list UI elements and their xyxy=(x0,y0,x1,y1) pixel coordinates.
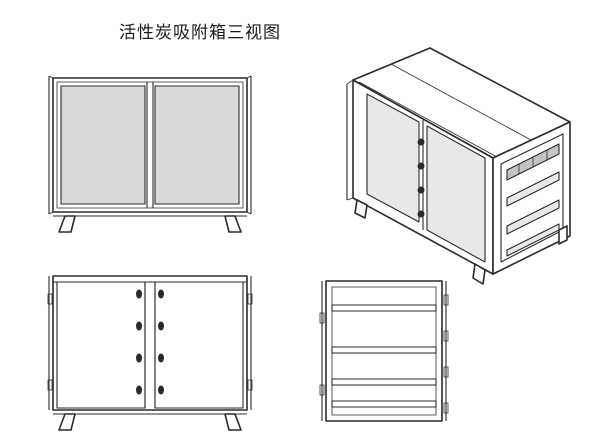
front-leg-right xyxy=(224,215,242,233)
isometric-view-drawing xyxy=(346,47,571,285)
back-outer-frame xyxy=(52,275,248,411)
back-leg-right xyxy=(224,413,242,431)
back-side-flange-left xyxy=(47,276,53,410)
front-outer-frame xyxy=(52,77,248,213)
front-side-flange-left xyxy=(48,75,54,215)
side-flange-right xyxy=(443,281,449,421)
side-shelf-4 xyxy=(331,400,437,408)
back-latches-right xyxy=(158,289,164,395)
front-right-panel xyxy=(154,85,240,205)
back-side-flange-right xyxy=(247,276,253,410)
back-left-door xyxy=(56,281,146,409)
side-view-drawing xyxy=(319,280,449,422)
iso-carbon-trays xyxy=(506,143,560,257)
hinge-knob-4 xyxy=(417,210,425,218)
front-side-flange-right xyxy=(246,75,252,215)
side-flange-left xyxy=(319,281,325,421)
side-outer-frame xyxy=(325,280,443,422)
front-view-drawing xyxy=(48,75,252,233)
side-view xyxy=(318,275,458,435)
back-right-door xyxy=(154,281,244,409)
side-shelf-3 xyxy=(331,378,437,386)
front-leg-left xyxy=(58,215,76,233)
front-center-mullion xyxy=(146,82,154,208)
iso-legs xyxy=(354,199,568,285)
iso-hinges xyxy=(417,138,425,218)
hinge-knob-2 xyxy=(417,162,425,170)
iso-flange-left-edge xyxy=(346,79,354,201)
hinge-knob-1 xyxy=(417,138,425,146)
iso-front-door-panel-left xyxy=(366,93,420,223)
back-view xyxy=(45,270,255,435)
back-leg-left xyxy=(58,413,76,431)
iso-front-door-panel-right xyxy=(426,125,486,263)
drawing-title: 活性炭吸附箱三视图 xyxy=(119,23,281,43)
isometric-view xyxy=(335,30,585,290)
hinge-knob-3 xyxy=(417,186,425,194)
back-center-mullion xyxy=(144,282,156,408)
side-shelf-2 xyxy=(331,346,437,354)
back-view-drawing xyxy=(47,275,253,431)
side-shelf-1 xyxy=(331,304,437,312)
front-view xyxy=(45,70,255,240)
back-latches-left xyxy=(136,289,142,395)
front-left-panel xyxy=(60,85,146,205)
